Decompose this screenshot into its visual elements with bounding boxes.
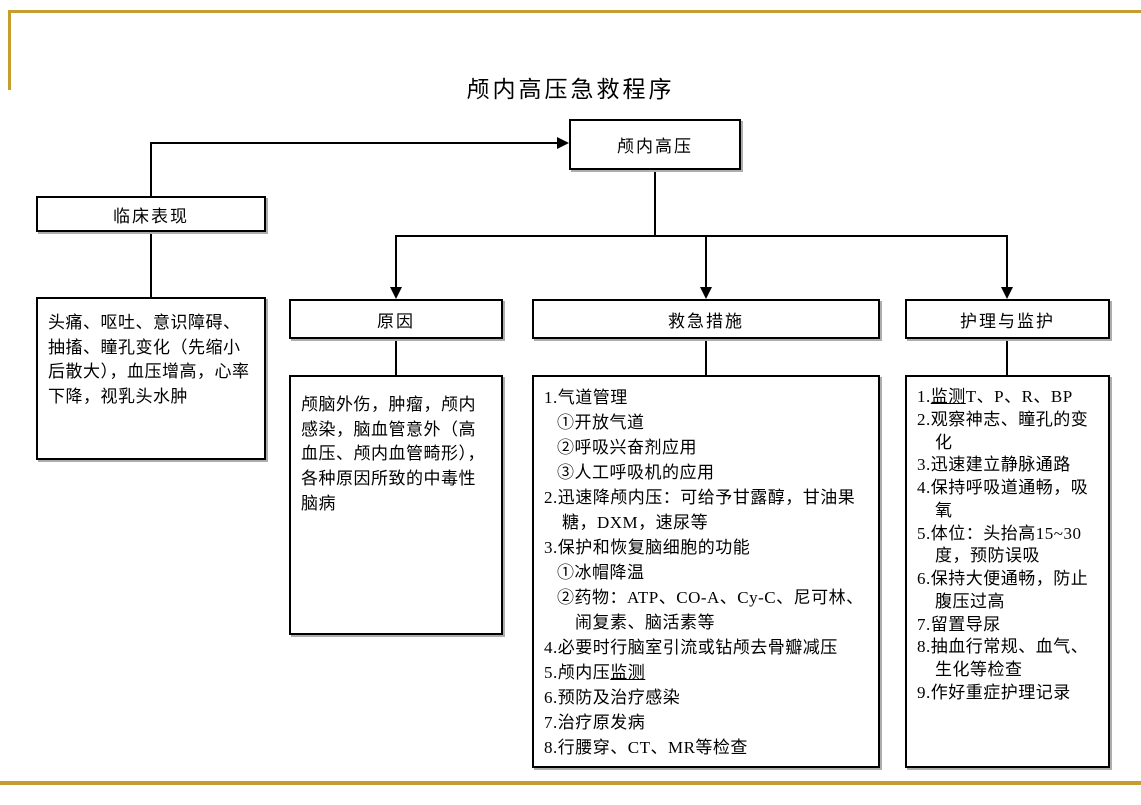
page-title: 颅内高压急救程序 bbox=[466, 77, 675, 102]
node-label: 颅内高压 bbox=[617, 137, 693, 156]
arrow-down-icon bbox=[390, 287, 402, 299]
list-item-text: 6.预防及治疗感染 bbox=[544, 687, 681, 707]
list-item-text: 3.迅速建立静脉通路 bbox=[917, 455, 1071, 475]
connector-clinical-to-root bbox=[150, 142, 558, 144]
list-item: ①开放气道 bbox=[557, 411, 870, 436]
node-label: 临床表现 bbox=[113, 206, 189, 226]
list-item-text: T、P、R、BP bbox=[965, 387, 1073, 406]
node-nursing-monitoring: 护理与监护 bbox=[905, 299, 1110, 339]
arrow-down-icon bbox=[1001, 287, 1013, 299]
list-item-text: 1.气道管理 bbox=[544, 388, 628, 407]
list-item: 1.气道管理 bbox=[544, 386, 870, 411]
list-item: 7.治疗原发病 bbox=[544, 711, 870, 736]
list-item: ②药物：ATP、CO-A、Cy-C、尼可林、闹复素、脑活素等 bbox=[557, 586, 870, 636]
list-item-text: 5.颅内压 bbox=[544, 662, 611, 682]
list-item: 8.行腰穿、CT、MR等检查 bbox=[544, 736, 870, 761]
list-item: 6.保持大便通畅，防止腹压过高 bbox=[917, 568, 1100, 614]
detail-emergency-measures: 1.气道管理 ①开放气道 ②呼吸兴奋剂应用 ③人工呼吸机的应用 2.迅速降颅内压：可给予… bbox=[532, 375, 880, 768]
list-item: 1.监测T、P、R、BP bbox=[917, 386, 1100, 409]
list-item-text: 5.体位：头抬高15~30度，预防误吸 bbox=[917, 523, 1082, 566]
list-item-text: 6.保持大便通畅，防止腹压过高 bbox=[917, 569, 1089, 611]
connector-clinical-down bbox=[150, 232, 152, 297]
underlined-text: 监测 bbox=[930, 387, 966, 406]
list-item-text: ③人工呼吸机的应用 bbox=[557, 462, 715, 482]
connector-drop-nursing bbox=[1006, 235, 1008, 288]
list-item-text: ①冰帽降温 bbox=[557, 562, 645, 582]
connector-cause-detail bbox=[395, 339, 397, 375]
node-emergency-measures: 救急措施 bbox=[532, 299, 880, 339]
list-item-text: 8.抽血行常规、血气、生化等检查 bbox=[917, 637, 1089, 680]
node-clinical-manifestations: 临床表现 bbox=[36, 196, 266, 232]
list-item: 4.保持呼吸道通畅，吸氧 bbox=[917, 477, 1100, 523]
list-item: 5.颅内压监测 bbox=[544, 661, 870, 686]
detail-causes: 颅脑外伤，肿瘤，颅内感染，脑血管意外（高血压、颅内血管畸形），各种原因所致的中毒… bbox=[289, 375, 503, 635]
list-item-text: 3.保护和恢复脑细胞的功能 bbox=[544, 537, 751, 557]
list-item-text: ①开放气道 bbox=[557, 412, 645, 432]
list-item: 6.预防及治疗感染 bbox=[544, 686, 870, 711]
node-intracranial-hypertension: 颅内高压 bbox=[569, 119, 741, 170]
node-label: 救急措施 bbox=[668, 311, 744, 331]
list-item-text: 9.作好重症护理记录 bbox=[917, 682, 1071, 702]
list-item-text: 2.观察神志、瞳孔的变化 bbox=[917, 409, 1089, 452]
list-item-text: 1. bbox=[917, 387, 931, 406]
list-item: ③人工呼吸机的应用 bbox=[557, 461, 870, 486]
detail-text: 头痛、呕吐、意识障碍、抽搐、瞳孔变化（先缩小后散大），血压增高，心率下降，视乳头… bbox=[48, 313, 250, 406]
list-item-text: ②药物：ATP、CO-A、Cy-C、尼可林、闹复素、脑活素等 bbox=[557, 587, 864, 632]
gold-top-rule bbox=[8, 10, 1141, 13]
list-item: ②呼吸兴奋剂应用 bbox=[557, 436, 870, 461]
list-item: 9.作好重症护理记录 bbox=[917, 682, 1100, 705]
connector-drop-emergency bbox=[705, 235, 707, 288]
list-item: 3.迅速建立静脉通路 bbox=[917, 454, 1100, 477]
arrow-down-icon bbox=[700, 287, 712, 299]
list-item: 8.抽血行常规、血气、生化等检查 bbox=[917, 636, 1100, 682]
list-item: 7.留置导尿 bbox=[917, 614, 1100, 637]
list-item: ①冰帽降温 bbox=[557, 561, 870, 586]
list-item-text: 7.治疗原发病 bbox=[544, 712, 646, 732]
list-item-text: ②呼吸兴奋剂应用 bbox=[557, 437, 697, 457]
connector-emergency-detail bbox=[705, 339, 707, 375]
gold-left-rule bbox=[8, 10, 11, 90]
arrow-right-icon bbox=[557, 137, 569, 149]
detail-text: 颅脑外伤，肿瘤，颅内感染，脑血管意外（高血压、颅内血管畸形），各种原因所致的中毒… bbox=[301, 395, 485, 513]
list-item: 5.体位：头抬高15~30度，预防误吸 bbox=[917, 523, 1100, 569]
list-item: 2.迅速降颅内压：可给予甘露醇，甘油果糖，DXM，速尿等 bbox=[544, 486, 870, 536]
detail-clinical-manifestations: 头痛、呕吐、意识障碍、抽搐、瞳孔变化（先缩小后散大），血压增高，心率下降，视乳头… bbox=[36, 297, 266, 460]
list-item-text: 8.行腰穿、CT、MR等检查 bbox=[544, 737, 748, 757]
node-causes: 原因 bbox=[289, 299, 503, 339]
connector-branch-horizontal bbox=[395, 235, 1008, 237]
connector-clinical-up bbox=[150, 142, 152, 198]
list-item: 3.保护和恢复脑细胞的功能 bbox=[544, 536, 870, 561]
underlined-text: 监测 bbox=[610, 662, 646, 682]
list-item-text: 2.迅速降颅内压：可给予甘露醇，甘油果糖，DXM，速尿等 bbox=[544, 487, 856, 532]
connector-drop-cause bbox=[395, 235, 397, 288]
list-item-text: 4.必要时行脑室引流或钻颅去骨瓣减压 bbox=[544, 637, 838, 657]
node-label: 原因 bbox=[377, 311, 415, 331]
list-item-text: 4.保持呼吸道通畅，吸氧 bbox=[917, 478, 1089, 520]
list-item: 4.必要时行脑室引流或钻颅去骨瓣减压 bbox=[544, 636, 870, 661]
list-item-text: 7.留置导尿 bbox=[917, 614, 1001, 634]
connector-nursing-detail bbox=[1006, 339, 1008, 375]
node-label: 护理与监护 bbox=[960, 311, 1055, 331]
connector-root-down bbox=[654, 170, 656, 237]
list-item: 2.观察神志、瞳孔的变化 bbox=[917, 409, 1100, 455]
gold-bottom-rule bbox=[0, 781, 1141, 785]
